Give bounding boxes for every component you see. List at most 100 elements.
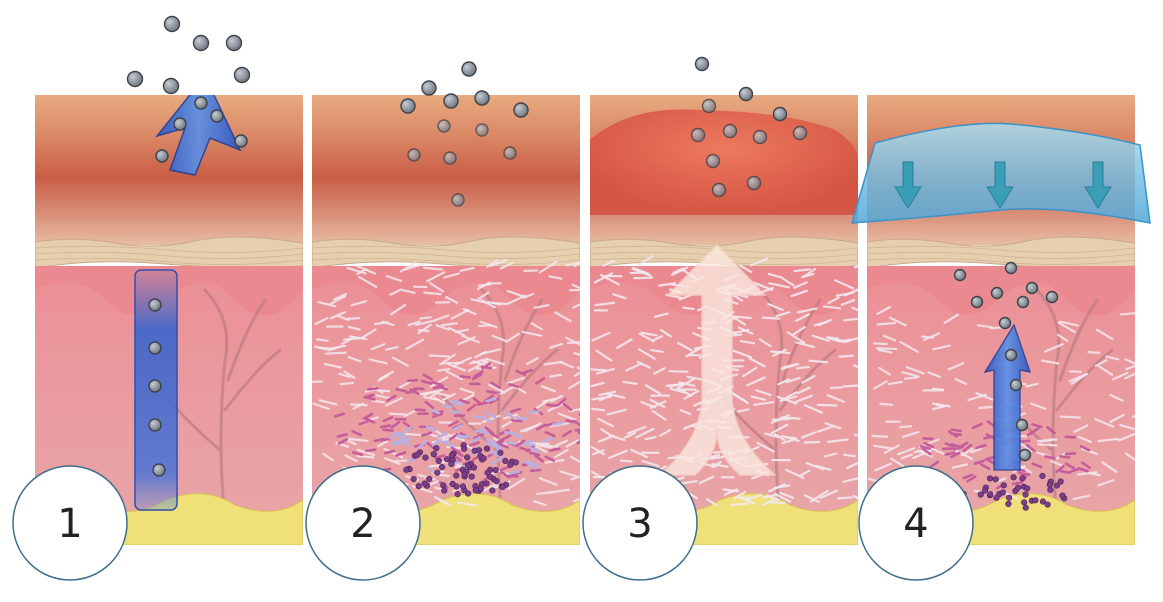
- collagen-fiber: [347, 325, 361, 331]
- inflammatory-cell: [373, 438, 385, 443]
- collagen-fiber: [1056, 333, 1069, 342]
- inflammatory-cell: [922, 437, 934, 441]
- collagen-fiber: [385, 275, 403, 282]
- collagen-fiber: [660, 328, 672, 338]
- collagen-fiber: [573, 371, 580, 377]
- immune-cell: [478, 429, 491, 436]
- collagen-fiber: [943, 313, 960, 324]
- particle: [792, 125, 808, 141]
- collagen-fiber: [678, 480, 698, 485]
- collagen-fiber: [815, 464, 832, 471]
- collagen-fiber: [370, 343, 386, 351]
- collagen-fiber: [803, 494, 821, 504]
- immune-cell: [441, 404, 453, 409]
- collagen-fiber: [900, 453, 913, 460]
- step-number: 4: [903, 501, 928, 547]
- step-circle: [305, 465, 421, 581]
- collagen-fiber: [1109, 393, 1124, 402]
- collagen-fiber: [1131, 415, 1135, 418]
- collagen-fiber: [732, 315, 752, 320]
- immune-cell: [486, 411, 497, 419]
- inflammatory-cell: [944, 451, 956, 456]
- collagen-fiber: [533, 399, 550, 411]
- immune-cell: [425, 425, 437, 432]
- immune-cell-dot: [468, 473, 475, 480]
- collagen-fiber: [595, 349, 613, 362]
- inflammatory-cell: [414, 408, 426, 412]
- collagen-fiber: [611, 434, 626, 442]
- collagen-fiber: [630, 448, 649, 459]
- particle: [148, 379, 162, 393]
- collagen-fiber: [896, 447, 916, 456]
- inflammatory-cell: [362, 412, 374, 420]
- collagen-fiber: [1059, 415, 1082, 419]
- inflammatory-cell: [962, 443, 973, 453]
- immune-cell-dot: [1047, 486, 1054, 493]
- immune-cell: [529, 446, 540, 454]
- inflammatory-cell: [929, 460, 940, 469]
- collagen-fiber: [795, 341, 816, 349]
- epidermis-layer: [35, 95, 303, 245]
- collagen-fiber: [346, 266, 367, 275]
- collagen-fiber: [506, 289, 526, 298]
- collagen-fiber: [487, 300, 502, 306]
- immune-cell-dot: [497, 449, 504, 456]
- collagen-fiber: [781, 277, 795, 287]
- inflammatory-cell: [473, 433, 484, 440]
- particle: [1004, 261, 1018, 275]
- particle: [711, 182, 727, 198]
- rising-arrow: [658, 243, 777, 476]
- inflammatory-cell: [557, 397, 567, 407]
- collagen-fiber: [1119, 312, 1135, 316]
- immune-cell-dot: [992, 476, 999, 483]
- collagen-fiber: [753, 400, 775, 406]
- particle: [173, 117, 187, 131]
- inflammatory-cell: [1011, 481, 1024, 486]
- collagen-fiber: [590, 368, 608, 372]
- collagen-fiber: [554, 311, 572, 323]
- immune-cell-dot: [999, 489, 1006, 496]
- horny-layer-line: [867, 252, 1135, 259]
- particle: [772, 106, 788, 122]
- inflammatory-cell: [481, 362, 492, 370]
- particle: [513, 102, 529, 118]
- collagen-fiber: [590, 445, 606, 456]
- collagen-fiber: [811, 334, 830, 342]
- collagen-fiber: [796, 386, 811, 395]
- collagen-fiber: [591, 331, 611, 342]
- collagen-fiber: [779, 391, 798, 402]
- collagen-fiber: [384, 346, 399, 351]
- collagen-fiber: [676, 341, 693, 352]
- collagen-fiber: [843, 317, 858, 322]
- collagen-fiber: [360, 328, 377, 340]
- particle: [148, 298, 162, 312]
- horny-layer-line: [312, 246, 580, 253]
- collagen-fiber: [423, 291, 442, 296]
- particle: [210, 109, 224, 123]
- collagen-fiber: [801, 374, 816, 384]
- collagen-fiber: [590, 470, 604, 480]
- inflammatory-cell: [420, 379, 433, 385]
- collagen-fiber: [534, 443, 553, 449]
- collagen-fiber: [817, 318, 832, 327]
- particle: [148, 341, 162, 355]
- collagen-fiber: [1094, 417, 1115, 428]
- epidermis-layer: [312, 95, 580, 245]
- particle: [152, 463, 166, 477]
- collagen-fiber: [549, 373, 563, 378]
- particle: [1018, 448, 1032, 462]
- collagen-fiber: [356, 448, 376, 457]
- collagen-fiber: [1076, 471, 1098, 476]
- collagen-fiber: [650, 348, 664, 353]
- immune-cell: [527, 463, 540, 467]
- immune-cell-dot: [1024, 485, 1031, 492]
- inflammatory-cell: [544, 455, 556, 463]
- particle: [694, 56, 710, 72]
- inflammatory-cell: [450, 446, 461, 454]
- immune-cell-dot: [1021, 499, 1028, 506]
- inflammatory-cell: [466, 403, 477, 412]
- collagen-fiber: [316, 338, 329, 342]
- collagen-fiber: [651, 335, 664, 342]
- immune-cell-dot: [439, 463, 446, 471]
- collagen-fiber: [683, 389, 700, 400]
